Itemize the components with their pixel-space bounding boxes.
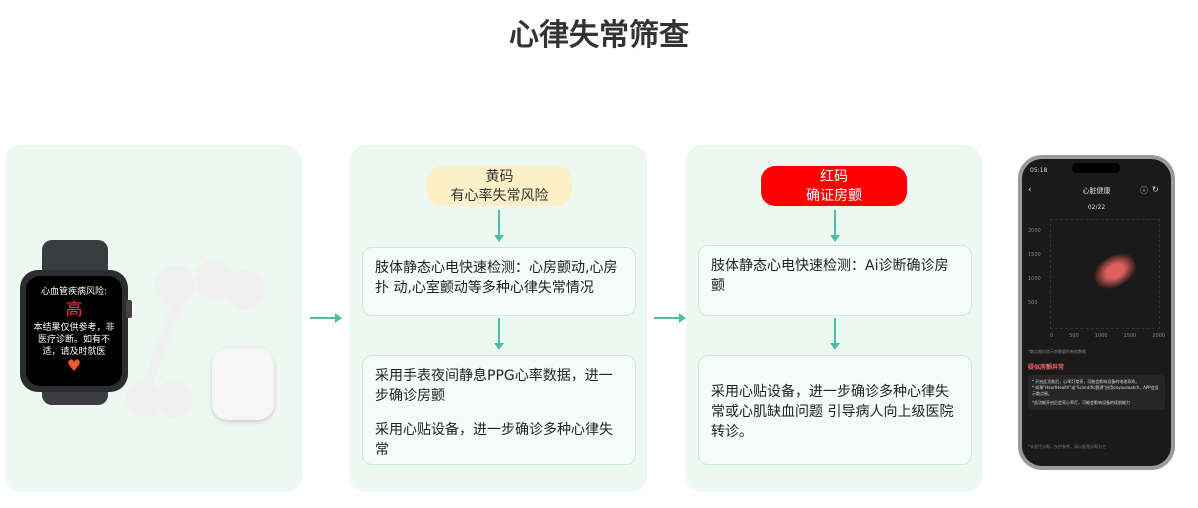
date-selector[interactable]: 02/22	[1087, 204, 1106, 211]
y-tick: 2000	[1028, 228, 1041, 234]
referral-box: 采用心贴设备，进一步确诊多种心律失常或心肌缺血问题 引导病人向上级医院转诊。	[698, 355, 972, 465]
x-tick: 0	[1050, 333, 1054, 339]
disclaimer: *非医疗诊断，仅供参考，请以医院诊断为主	[1028, 444, 1106, 449]
arrow-down	[494, 210, 504, 242]
x-tick: 500	[1069, 333, 1079, 339]
scatter-note: *散点图仅显示房颤量的有效数据	[1028, 349, 1086, 354]
watch-panel: 心血管疾病风险: 高 本结果仅供参考，非医疗诊断。如有不适，请及时就医 ♥	[5, 145, 302, 492]
badge-subtitle: 确证房颤	[806, 188, 862, 204]
badge-title: 红码	[820, 169, 848, 185]
badge-subtitle: 有心率失常风险	[450, 188, 549, 204]
page-title: 心律失常筛查	[509, 18, 689, 53]
info-card: * 开启此功能后，心率灯常亮，可能会影响设备的电池寿命。 * 如果"HeartH…	[1028, 375, 1165, 410]
arrow-right	[310, 313, 342, 323]
info-line: * 如果"HeartHealth"或"Scientific颤测"启用onyour…	[1032, 385, 1159, 396]
arrow-down	[830, 318, 840, 350]
info-line: * 开启此功能后，心率灯常亮，可能会影响设备的电池寿命。	[1032, 379, 1140, 384]
risk-note: 本结果仅供参考，非医疗诊断。如有不适，请及时就医	[33, 323, 115, 357]
ecg-patch-electrodes	[125, 260, 275, 420]
x-tick: 1500	[1123, 333, 1137, 339]
refresh-icon[interactable]: ↻	[1152, 185, 1159, 194]
y-tick: 1500	[1028, 252, 1041, 258]
phone-mockup: 05:18 ‹ 心脏健康 ⓘ ↻ 02/22 2000 1500 1000 50…	[1018, 155, 1175, 470]
x-tick: 2000	[1152, 333, 1165, 339]
screen-title: 心脏健康	[1082, 187, 1111, 195]
ecg-detection-box: 肢体静态心电快速检测：心房颤动,心房扑 动,心室颤动等多种心律失常情况	[362, 247, 636, 316]
scatter-plot	[1050, 219, 1160, 329]
y-tick: 1000	[1028, 276, 1041, 282]
arrow-down	[494, 318, 504, 350]
y-tick: 500	[1028, 300, 1038, 306]
arrow-right	[654, 313, 686, 323]
info-line: *此功能开启后会亮心率灯，可能会影响设备的续航能力	[1032, 400, 1130, 405]
status-time: 05:18	[1030, 167, 1048, 174]
risk-value: 高	[65, 300, 83, 320]
ecg-patch-device	[212, 348, 274, 420]
ppg-text: 采用手表夜间静息PPG心率数据，进一步确诊房颤	[375, 368, 613, 404]
badge-title: 黄码	[485, 169, 514, 185]
yellow-code-badge: 黄码 有心率失常风险	[427, 166, 572, 206]
back-icon[interactable]: ‹	[1028, 185, 1032, 195]
arrow-down	[830, 210, 840, 242]
red-code-badge: 红码 确证房颤	[761, 166, 907, 206]
smartwatch: 心血管疾病风险: 高 本结果仅供参考，非医疗诊断。如有不适，请及时就医 ♥	[20, 240, 132, 405]
info-icon[interactable]: ⓘ	[1140, 186, 1148, 195]
risk-label: 心血管疾病风险:	[40, 287, 108, 297]
x-tick: 1000	[1094, 333, 1108, 339]
followup-box: 采用手表夜间静息PPG心率数据，进一步确诊房颤 采用心贴设备，进一步确诊多种心律…	[362, 355, 636, 465]
heart-plus-icon: ♥	[66, 356, 82, 375]
ecg-ai-box: 肢体静态心电快速检测：Ai诊断确诊房颤	[698, 245, 972, 316]
patch-text: 采用心贴设备，进一步确诊多种心律失常	[375, 422, 613, 458]
alert-title: 疑似房颤异常	[1028, 364, 1065, 371]
